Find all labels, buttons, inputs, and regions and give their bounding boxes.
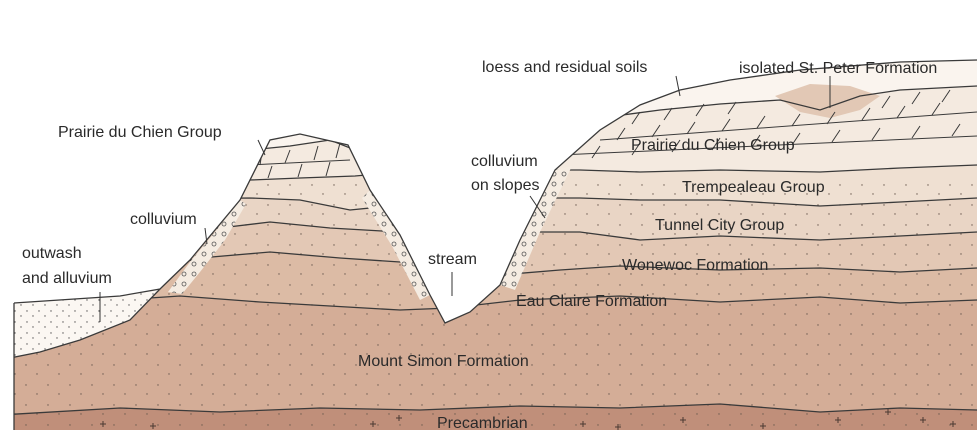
label-tunnel-city: Tunnel City Group [655, 217, 784, 234]
label-precambrian: Precambrian [437, 415, 528, 430]
label-stream: stream [428, 251, 477, 268]
label-wonewoc: Wonewoc Formation [622, 257, 768, 274]
leader-pdc-left [258, 140, 265, 155]
label-mount-simon: Mount Simon Formation [358, 353, 529, 370]
label-colluvium-left: colluvium [130, 211, 197, 228]
label-pdc-left: Prairie du Chien Group [58, 124, 222, 141]
label-pdc-right: Prairie du Chien Group [631, 137, 795, 154]
label-trempealeau: Trempealeau Group [682, 179, 825, 196]
label-eau-claire: Eau Claire Formation [516, 293, 667, 310]
label-colluvium-right-1: colluvium [471, 153, 538, 170]
label-loess: loess and residual soils [482, 59, 647, 76]
label-st-peter: isolated St. Peter Formation [739, 60, 937, 77]
label-colluvium-right-2: on slopes [471, 177, 540, 194]
label-outwash-1: outwash [22, 245, 82, 262]
label-outwash-2: and alluvium [22, 270, 112, 287]
